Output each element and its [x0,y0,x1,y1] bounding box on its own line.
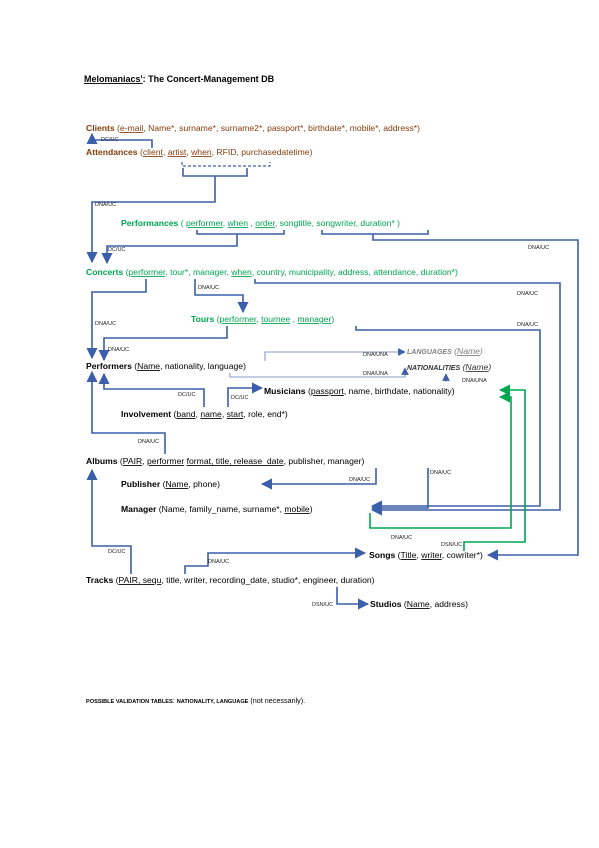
attendance-fk-bracket [182,168,248,177]
fk-involvement-musicians [227,382,264,407]
fk-performers-languages [264,348,406,361]
fk-albums-publisher [260,468,377,490]
fk-label-dna-uc: DNA/UC [208,559,229,565]
fk-involvement-performers [98,372,205,407]
fk-attendances-concerts [86,176,216,264]
performers-relation: Performers (Name, nationality, language) [86,361,246,371]
fk-green-songs-nationalities [463,384,526,551]
fk-label-dna-uc: DNA/UC [198,285,219,291]
performances-relation: Performances ( performer, when , order, … [121,218,400,228]
performances-fk-bracket [196,230,285,235]
fk-label-dna-uc: DNA/UC [95,321,116,327]
fk-label-dsn-uc: DSN/UC [441,542,462,548]
fk-concerts-manager [254,279,561,516]
clients-relation: Clients (e-mail, Name*, surname*, surnam… [86,123,420,133]
manager-relation: Manager (Name, family_name, surname*, mo… [121,504,313,514]
studios-relation: Studios (Name, address) [370,599,468,609]
fk-label-dna-una: DNA/UNA [363,371,388,377]
publisher-relation: Publisher (Name, phone) [121,479,220,489]
fk-tracks-studios [336,587,370,610]
musicians-relation: Musicians (passport, name, birthdate, na… [264,386,455,396]
concerts-relation: Concerts (performer, tour*, manager, whe… [86,267,458,277]
tracks-relation: Tracks (PAIR, sequ, title, writer, recor… [86,575,375,585]
fk-label-dc-uc: DC/UC [101,137,118,143]
fk-label-dna-uc: DNA/UC [517,291,538,297]
fk-label-dc-uc: DC/UC [108,549,125,555]
fk-label-dc-uc: DC/UC [231,395,248,401]
fk-label-dna-uc: DNA/UC [517,322,538,328]
fk-attendances-clients [86,132,153,148]
songs-relation: Songs (Title, writer, cowriter*) [369,550,483,560]
fk-tracks-songs [184,547,367,574]
fk-label-dc-uc: DC/UC [108,247,125,253]
fk-label-dna-uc: DNA/UC [430,470,451,476]
fk-tours-performers [98,326,228,362]
fk-albums-performers [86,370,166,454]
fk-label-dna-uc: DNA/UC [528,245,549,251]
fk-performances-songs [372,234,579,561]
albums-relation: Albums (PAIR, performer format, title, r… [86,456,365,466]
fk-concerts-performers [86,279,147,360]
attendances-relation: Attendances (client, artist, when, RFID,… [86,147,313,157]
fk-performers-nationalities [229,367,409,378]
fk-label-dna-uc: DNA/UC [95,202,116,208]
fk-tracks-albums [86,468,132,574]
languages-relation: Languages (Name) [407,346,483,356]
performances-song-bracket [321,230,429,235]
fk-label-dna-uc: DNA/UC [391,535,412,541]
fk-green-manager-nationalities [369,391,512,529]
footer-validation-note: possible validation tables: nationality,… [86,696,305,705]
fk-tours-manager [355,326,541,512]
dashed-bracket [181,162,271,167]
fk-label-dsn-uc: DSN/UC [312,602,333,608]
fk-label-dna-una: DNA/UNA [363,352,388,358]
nationalities-relation: Nationalities (Name) [407,362,491,372]
fk-label-dna-uc: DNA/UC [349,477,370,483]
tours-relation: Tours (performer, tournee , manager) [191,314,334,324]
fk-label-dna-uc: DNA/UC [108,347,129,353]
fk-label-dc-uc: DC/UC [178,392,195,398]
involvement-relation: Involvement (band, name, start, role, en… [121,409,288,419]
fk-concerts-tours [194,279,249,314]
fk-label-dna-una: DNA/UNA [462,378,487,384]
fk-label-dna-uc: DNA/UC [138,439,159,445]
page-title: Melomaniacs': The Concert-Management DB [84,74,275,84]
fk-albums-manager [370,468,429,514]
fk-performances-concerts [101,234,238,265]
